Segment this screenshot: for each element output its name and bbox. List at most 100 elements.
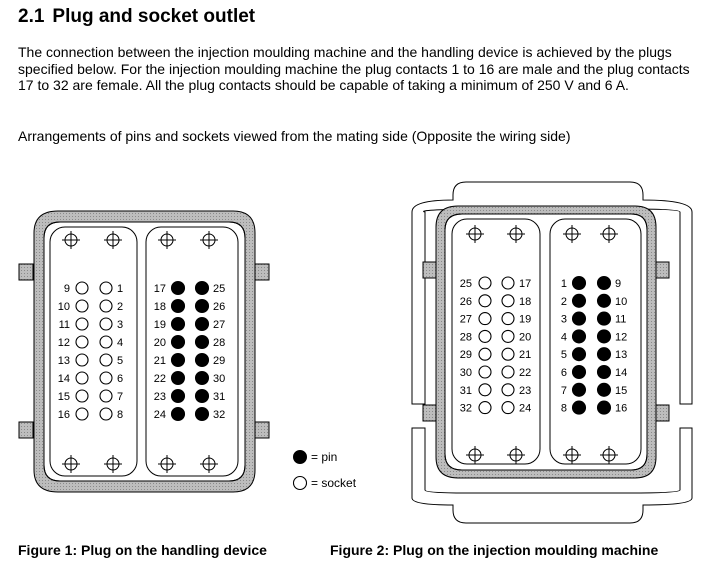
socket-contact <box>75 335 89 349</box>
contact-label: 18 <box>519 296 531 308</box>
contact-label: 10 <box>615 296 627 308</box>
contact-label: 10 <box>58 301 70 313</box>
pin-contact <box>194 352 210 368</box>
contact-label: 32 <box>460 403 472 415</box>
socket-contact <box>99 407 113 421</box>
socket-contact <box>99 299 113 313</box>
pin-contact <box>194 316 210 332</box>
contact-label: 2 <box>561 296 567 308</box>
contact-label: 6 <box>117 373 123 385</box>
contact-label: 17 <box>519 278 531 290</box>
contact-label: 25 <box>460 278 472 290</box>
pin-contact <box>170 316 186 332</box>
mounting-screw-icon <box>600 225 618 243</box>
contact-label: 32 <box>213 409 225 421</box>
socket-contact <box>501 294 515 308</box>
socket-contact <box>99 317 113 331</box>
socket-contact <box>501 329 515 343</box>
socket-contact <box>99 389 113 403</box>
section-title: Plug and socket outlet <box>52 6 256 27</box>
mounting-screw-icon <box>104 455 122 473</box>
contact-label: 23 <box>154 391 166 403</box>
contact-label: 8 <box>561 403 567 415</box>
pin-contact <box>596 400 612 415</box>
contact-label: 27 <box>460 314 472 326</box>
contact-label: 7 <box>561 385 567 397</box>
mounting-screw-icon <box>600 446 618 464</box>
socket-legend-label: = socket <box>311 476 357 490</box>
contact-label: 8 <box>117 409 123 421</box>
intro-paragraph: The connection between the injection mou… <box>18 44 690 93</box>
socket-contact <box>99 371 113 385</box>
contact-label: 1 <box>561 278 567 290</box>
pin-contact <box>170 298 186 314</box>
socket-contact <box>478 294 492 308</box>
socket-contact <box>501 383 515 397</box>
arrangement-note: Arrangements of pins and sockets viewed … <box>18 128 571 144</box>
contact-label: 28 <box>460 331 472 343</box>
contact-label: 20 <box>154 337 166 349</box>
mounting-screw-icon <box>62 231 80 249</box>
figure1-caption: Figure 1: Plug on the handling device <box>18 542 267 558</box>
contact-label: 26 <box>460 296 472 308</box>
contact-label: 2 <box>117 301 123 313</box>
contact-label: 21 <box>519 349 531 361</box>
socket-contact <box>478 276 492 290</box>
socket-contact <box>75 353 89 367</box>
contact-label: 14 <box>58 373 70 385</box>
pin-contact <box>170 334 186 350</box>
pin-contact <box>596 364 612 380</box>
contact-label: 23 <box>519 385 531 397</box>
socket-contact <box>501 401 515 415</box>
contact-label: 5 <box>561 349 567 361</box>
figure1-housing <box>18 210 270 493</box>
contact-label: 13 <box>615 349 627 361</box>
pin-contact <box>596 293 612 308</box>
mounting-screw-icon <box>466 446 484 464</box>
contact-label: 11 <box>59 319 70 331</box>
pin-contact <box>596 382 612 397</box>
contact-label: 14 <box>615 367 627 379</box>
pin-contact <box>170 352 186 368</box>
contact-label: 11 <box>615 314 626 326</box>
contact-label: 22 <box>154 373 166 385</box>
contact-label: 15 <box>58 391 70 403</box>
mounting-screw-icon <box>158 455 176 473</box>
pin-contact <box>194 406 210 422</box>
pin-contact <box>596 311 612 326</box>
contact-label: 16 <box>615 403 627 415</box>
pin-contact <box>571 347 587 362</box>
pin-contact <box>194 334 210 350</box>
pin-contact <box>194 280 210 296</box>
pin-contact <box>596 347 612 362</box>
contact-legend: = pin= socket <box>292 450 357 491</box>
contact-label: 13 <box>58 355 70 367</box>
contact-label: 19 <box>519 314 531 326</box>
mounting-screw-icon <box>507 225 525 243</box>
section-number: 2.1 <box>18 6 45 27</box>
contact-label: 4 <box>561 331 567 343</box>
socket-contact <box>75 281 89 295</box>
socket-contact <box>99 353 113 367</box>
contact-label: 16 <box>58 409 70 421</box>
mounting-screw-icon <box>104 231 122 249</box>
contact-label: 17 <box>154 283 166 295</box>
socket-contact <box>501 347 515 361</box>
socket-contact <box>75 371 89 385</box>
socket-contact <box>501 312 515 326</box>
contact-label: 29 <box>460 349 472 361</box>
figure2-caption: Figure 2: Plug on the injection moulding… <box>330 542 659 558</box>
contact-label: 21 <box>154 355 166 367</box>
socket-contact <box>478 365 492 379</box>
contact-label: 18 <box>154 301 166 313</box>
contact-label: 3 <box>117 319 123 331</box>
contact-label: 15 <box>615 385 627 397</box>
pin-contact <box>170 280 186 296</box>
contact-label: 4 <box>117 337 123 349</box>
contact-label: 31 <box>213 391 225 403</box>
pin-contact <box>596 275 612 291</box>
contact-label: 6 <box>561 367 567 379</box>
contact-label: 12 <box>615 331 627 343</box>
contact-label: 26 <box>213 301 225 313</box>
